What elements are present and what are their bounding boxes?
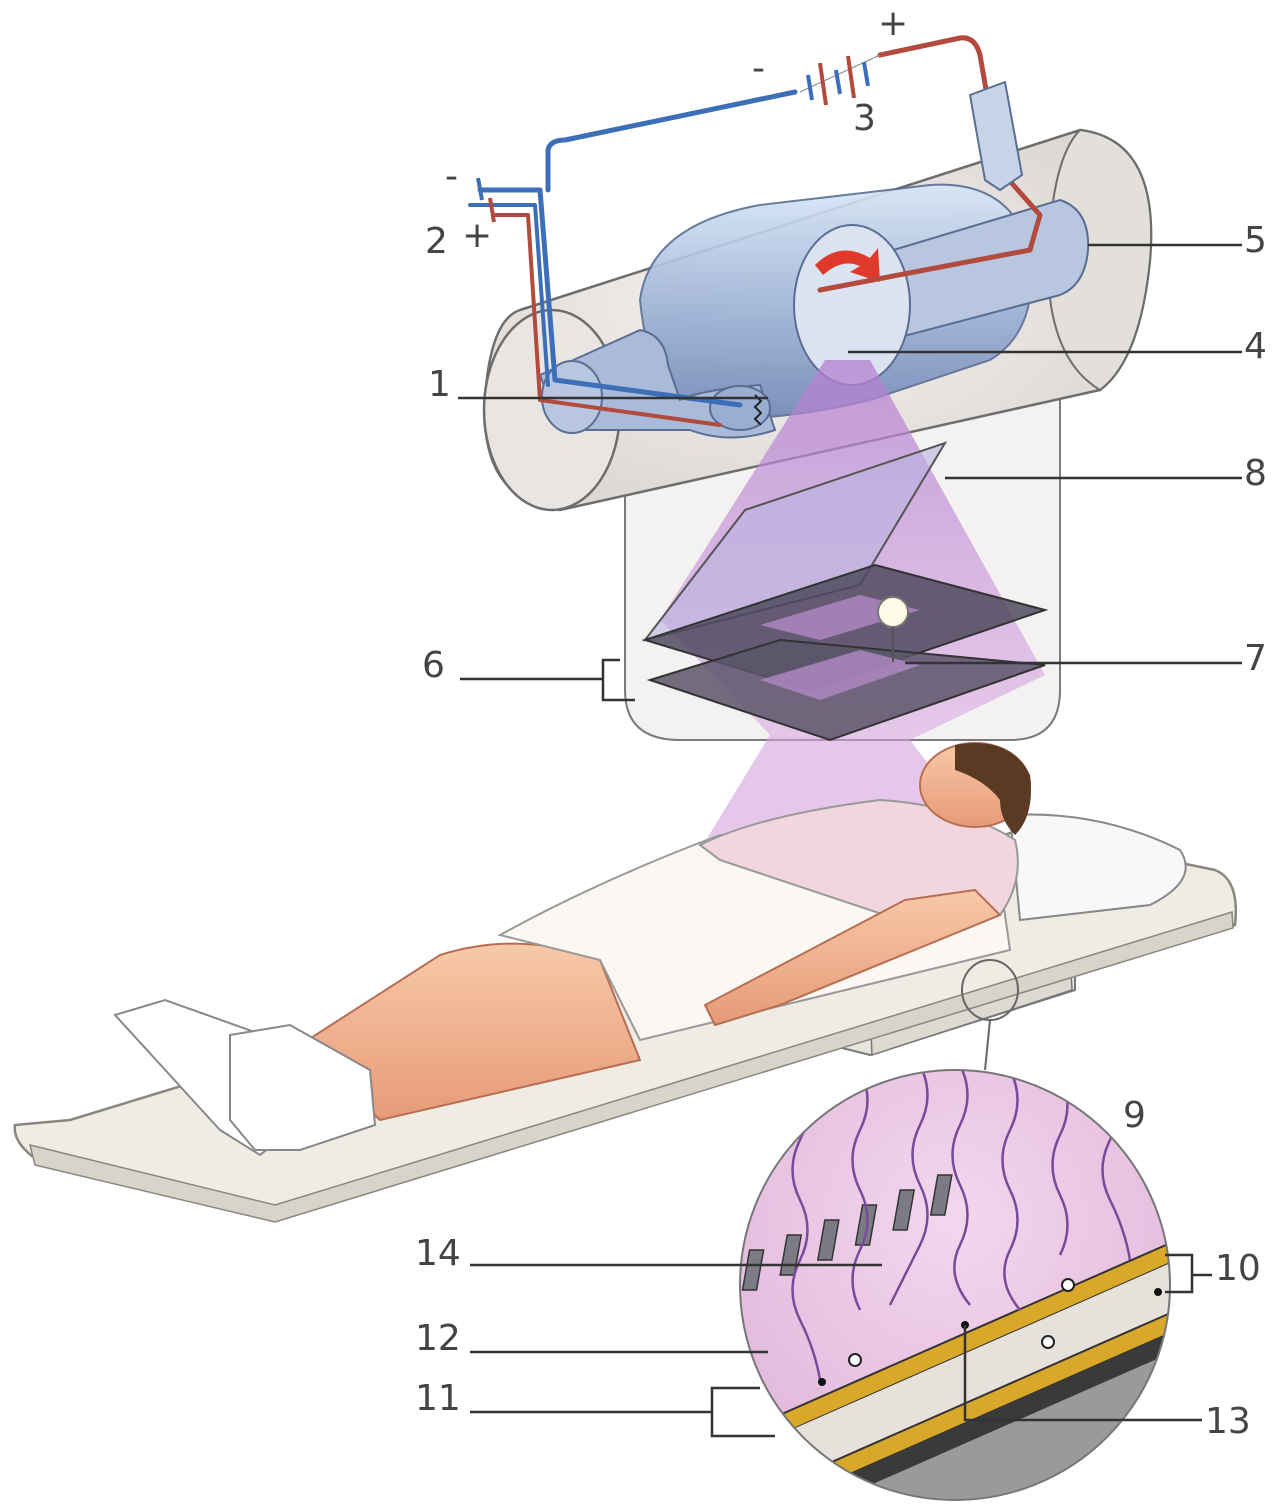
- label-3: 3: [853, 98, 876, 139]
- label-11: 11: [415, 1378, 461, 1419]
- battery-2-plus: +: [462, 215, 492, 256]
- label-9: 9: [1123, 1095, 1146, 1136]
- battery-3-plus: +: [878, 3, 908, 44]
- label-5: 5: [1244, 220, 1267, 261]
- label-2: 2: [425, 221, 448, 262]
- label-7: 7: [1244, 638, 1267, 679]
- battery-3-minus: -: [752, 48, 765, 89]
- label-4: 4: [1244, 326, 1267, 367]
- label-12: 12: [415, 1318, 461, 1359]
- battery-2-minus: -: [445, 156, 458, 197]
- label-1: 1: [428, 364, 451, 405]
- label-10: 10: [1215, 1248, 1261, 1289]
- label-13: 13: [1205, 1401, 1251, 1442]
- label-6: 6: [422, 645, 445, 686]
- label-14: 14: [415, 1233, 461, 1274]
- label-8: 8: [1244, 453, 1267, 494]
